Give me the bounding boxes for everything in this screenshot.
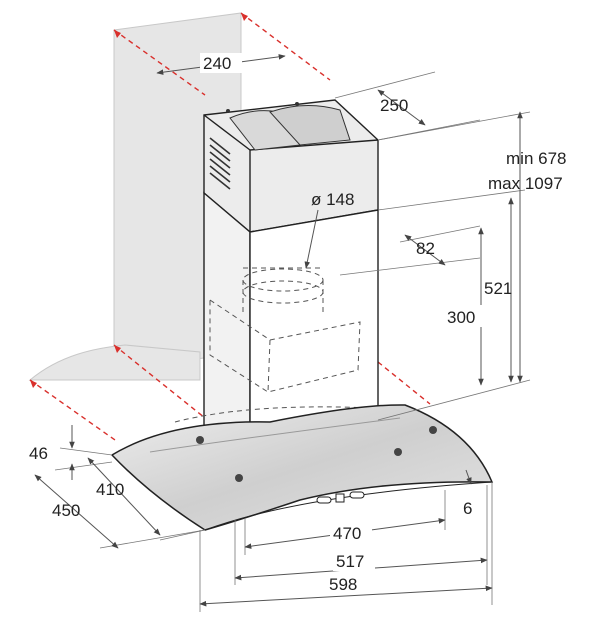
dim-label-duct-diameter: ø 148 <box>311 190 354 209</box>
control-panel <box>316 491 365 504</box>
dim-label-410: 410 <box>96 480 124 499</box>
dimension-labels: 240 250 min 678 max 1097 ø 148 82 521 30… <box>29 53 566 594</box>
dim-label-300: 300 <box>447 308 475 327</box>
chimney-vents <box>209 137 231 190</box>
glass-fixing-screw <box>196 436 204 444</box>
motor-housing <box>229 104 351 151</box>
dim-label-521: 521 <box>484 279 512 298</box>
dim-label-470: 470 <box>333 524 361 543</box>
screw-hole <box>226 109 230 113</box>
dim-label-250: 250 <box>380 96 408 115</box>
dim-label-517: 517 <box>336 552 364 571</box>
glass-fixing-screw <box>429 426 437 434</box>
screw-hole <box>295 102 299 106</box>
chimney <box>203 99 379 467</box>
dimension-lines <box>34 54 523 607</box>
dim-label-min-height: min 678 <box>506 149 566 168</box>
dim-label-82: 82 <box>416 239 435 258</box>
dim-label-240: 240 <box>203 54 231 73</box>
glass-canopy <box>110 404 494 531</box>
extension-lines <box>54 71 531 612</box>
dim-label-450: 450 <box>52 501 80 520</box>
dim-label-6: 6 <box>463 499 472 518</box>
glass-fixing-screw <box>235 474 243 482</box>
glass-fixing-screw <box>394 448 402 456</box>
dim-label-598: 598 <box>329 575 357 594</box>
dim-label-46: 46 <box>29 444 48 463</box>
dim-label-max-height: max 1097 <box>488 174 563 193</box>
